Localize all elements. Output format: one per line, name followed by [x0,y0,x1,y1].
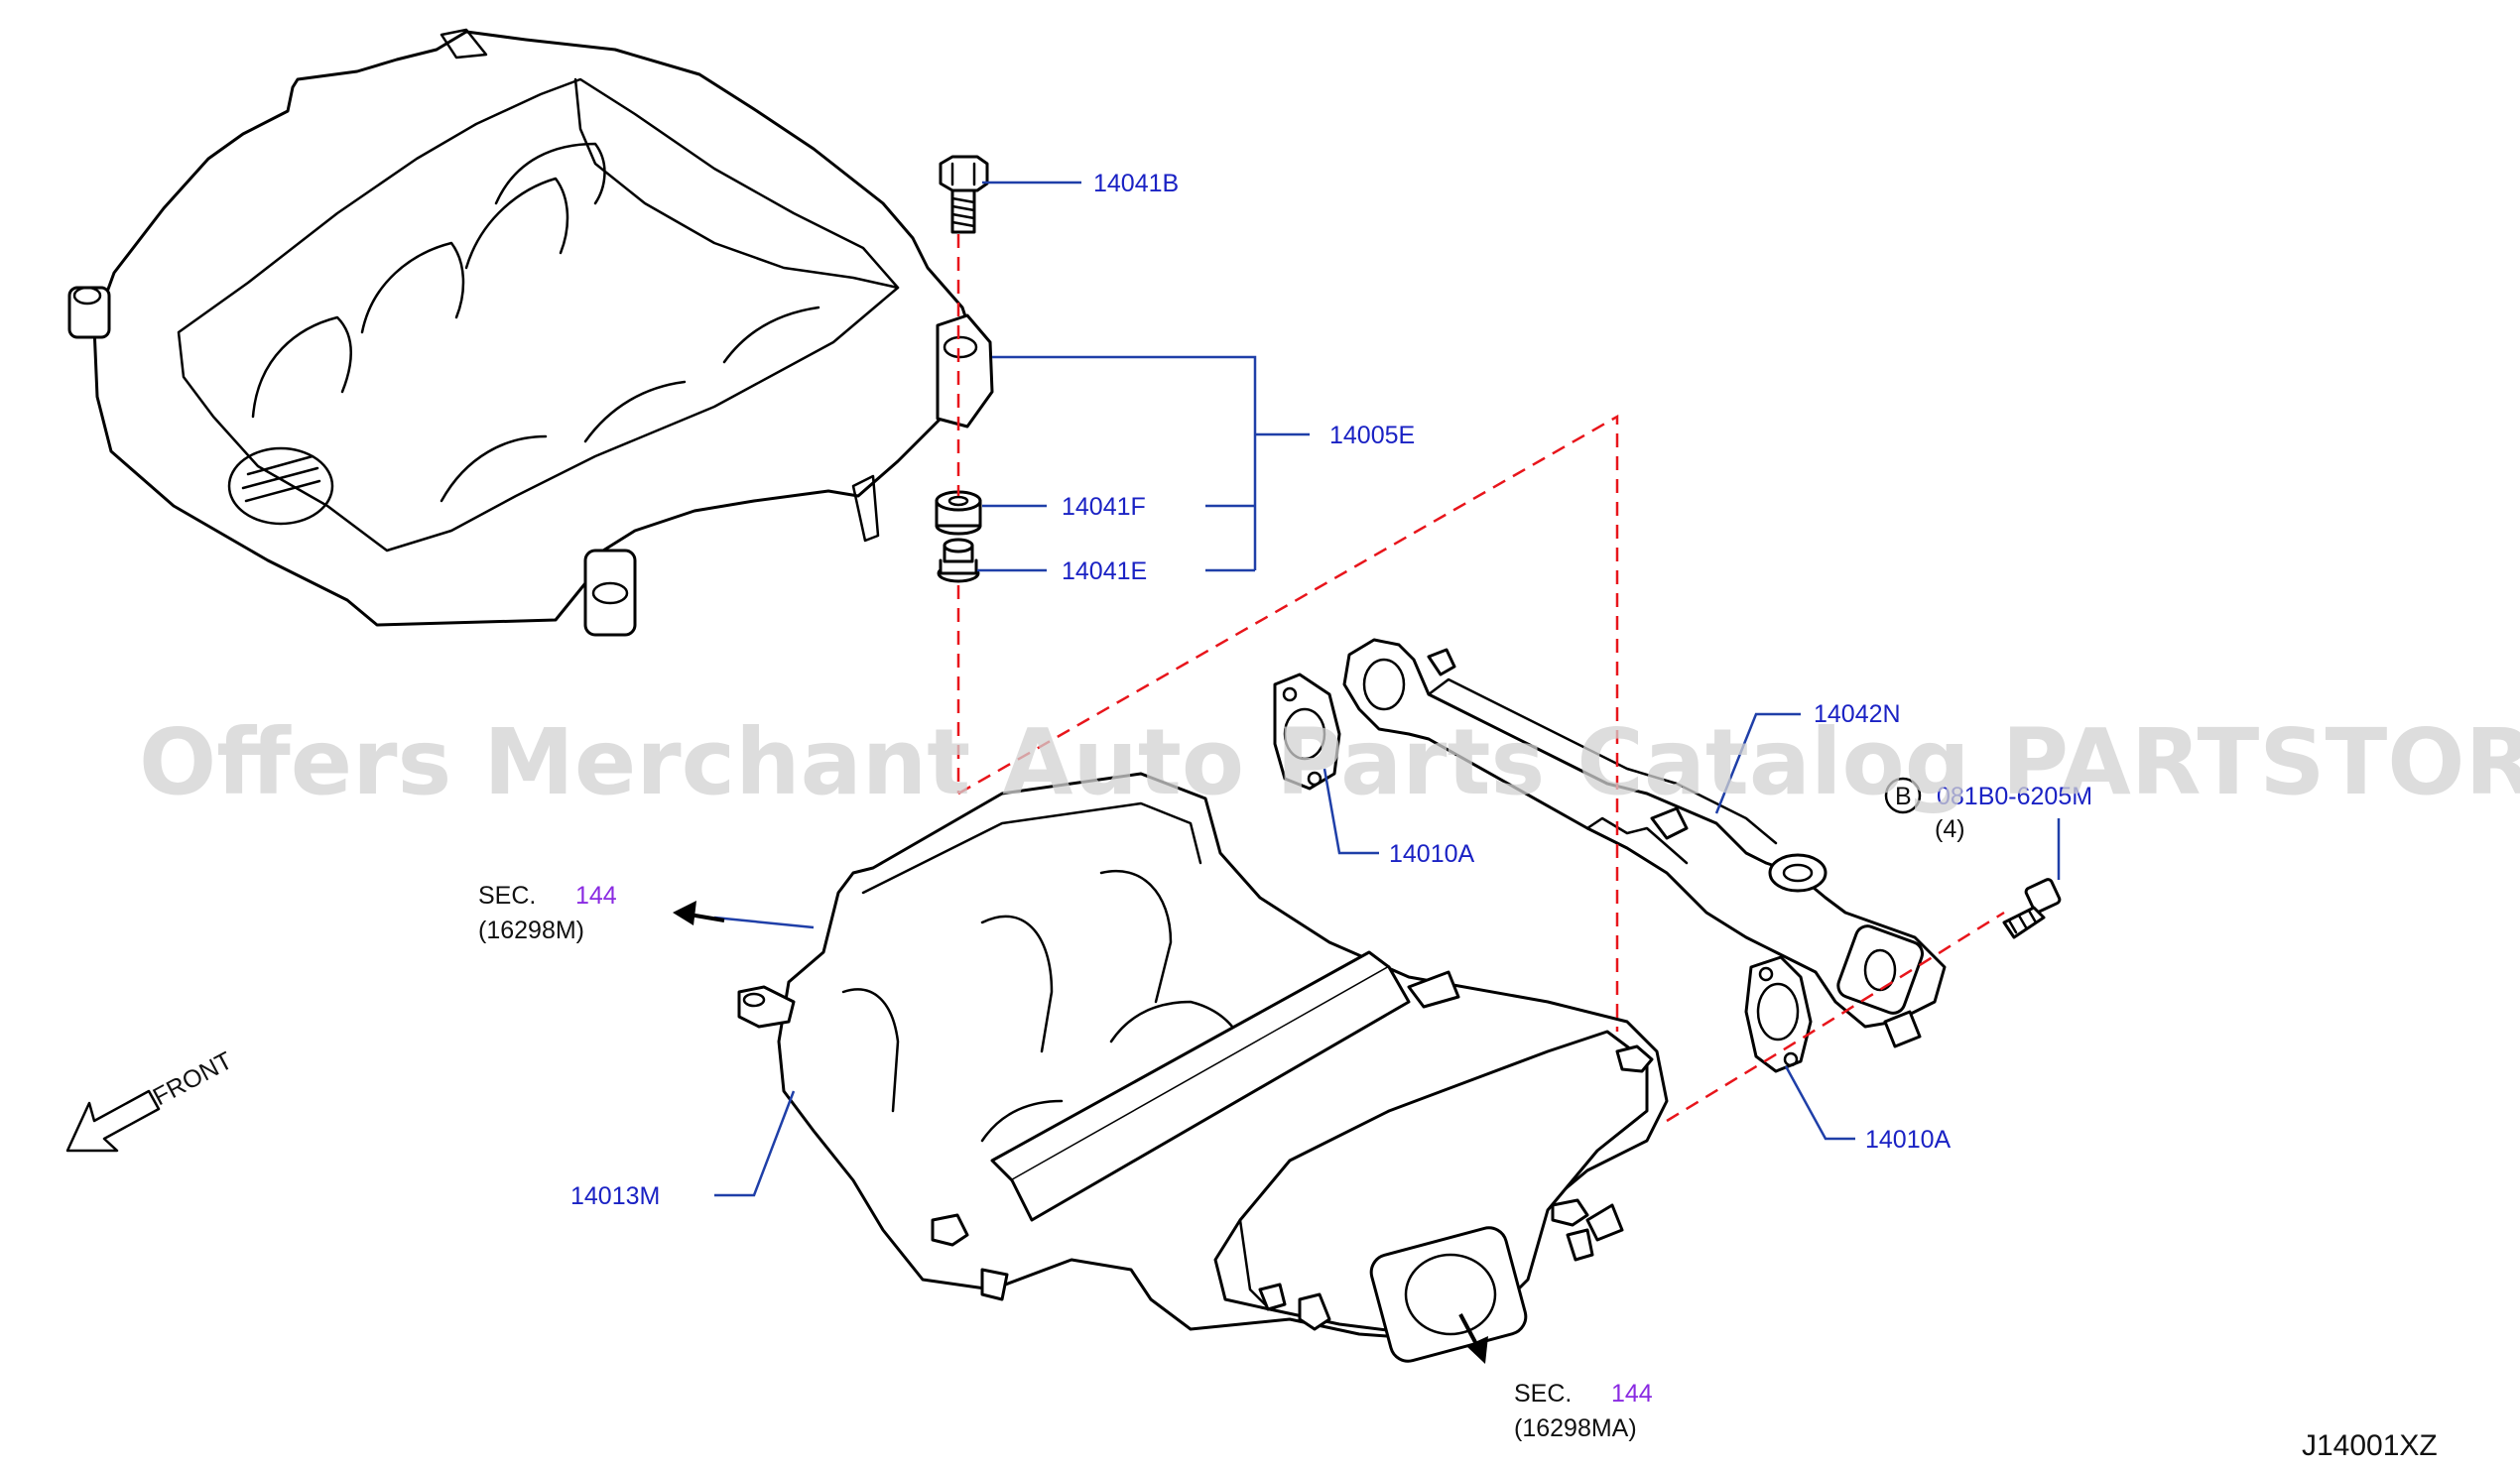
callout-14041b: 14041B [1093,170,1179,197]
callout-14010a-lower: 14010A [1865,1126,1952,1154]
sec-144-lower-arrow [1458,1313,1488,1364]
grommet-14041f-drawing [935,490,982,536]
sec-lower-prefix: SEC. [1514,1380,1572,1408]
callout-14005e: 14005E [1329,422,1415,449]
alignment-dashed-lines [956,234,2005,1123]
collar-14041e-drawing [937,538,980,583]
front-arrow-icon [65,1089,161,1153]
front-label: FRONT [149,1046,237,1111]
intake-manifold-drawing [737,772,1669,1363]
callout-14042n: 14042N [1814,700,1901,728]
bolt-081b0-drawing [2002,878,2062,939]
callout-14013m: 14013M [570,1182,660,1210]
callout-081b0-6205m: 081B0-6205M [1937,783,2092,810]
engine-cover-drawing [67,28,994,637]
sec-upper-prefix: SEC. [478,882,536,910]
callout-14041f: 14041F [1062,493,1146,521]
ref-letter-b: B [1895,783,1912,810]
callout-14041e: 14041E [1062,557,1147,585]
sec-lower-number[interactable]: 144 [1611,1380,1653,1408]
sec-upper-part: (16298M) [478,917,584,944]
ref-circle-b [1884,777,1922,814]
sec-lower-part: (16298MA) [1514,1414,1637,1442]
gasket-upper-drawing [1273,673,1341,791]
gasket-lower-drawing [1744,955,1813,1073]
leader-lines [713,181,2061,1197]
sec-144-upper-arrow [673,901,725,925]
watermark: Offers Merchant Auto Parts Catalog PARTS… [139,709,2520,815]
callout-14010a-upper: 14010A [1389,840,1475,868]
bolt-14041b-drawing [939,155,989,234]
sec-upper-number[interactable]: 144 [575,882,617,910]
cross-pipe-drawing [1342,638,1947,1048]
callout-081b0-qty: (4) [1935,815,1965,843]
diagram-code: J14001XZ [2302,1429,2438,1462]
